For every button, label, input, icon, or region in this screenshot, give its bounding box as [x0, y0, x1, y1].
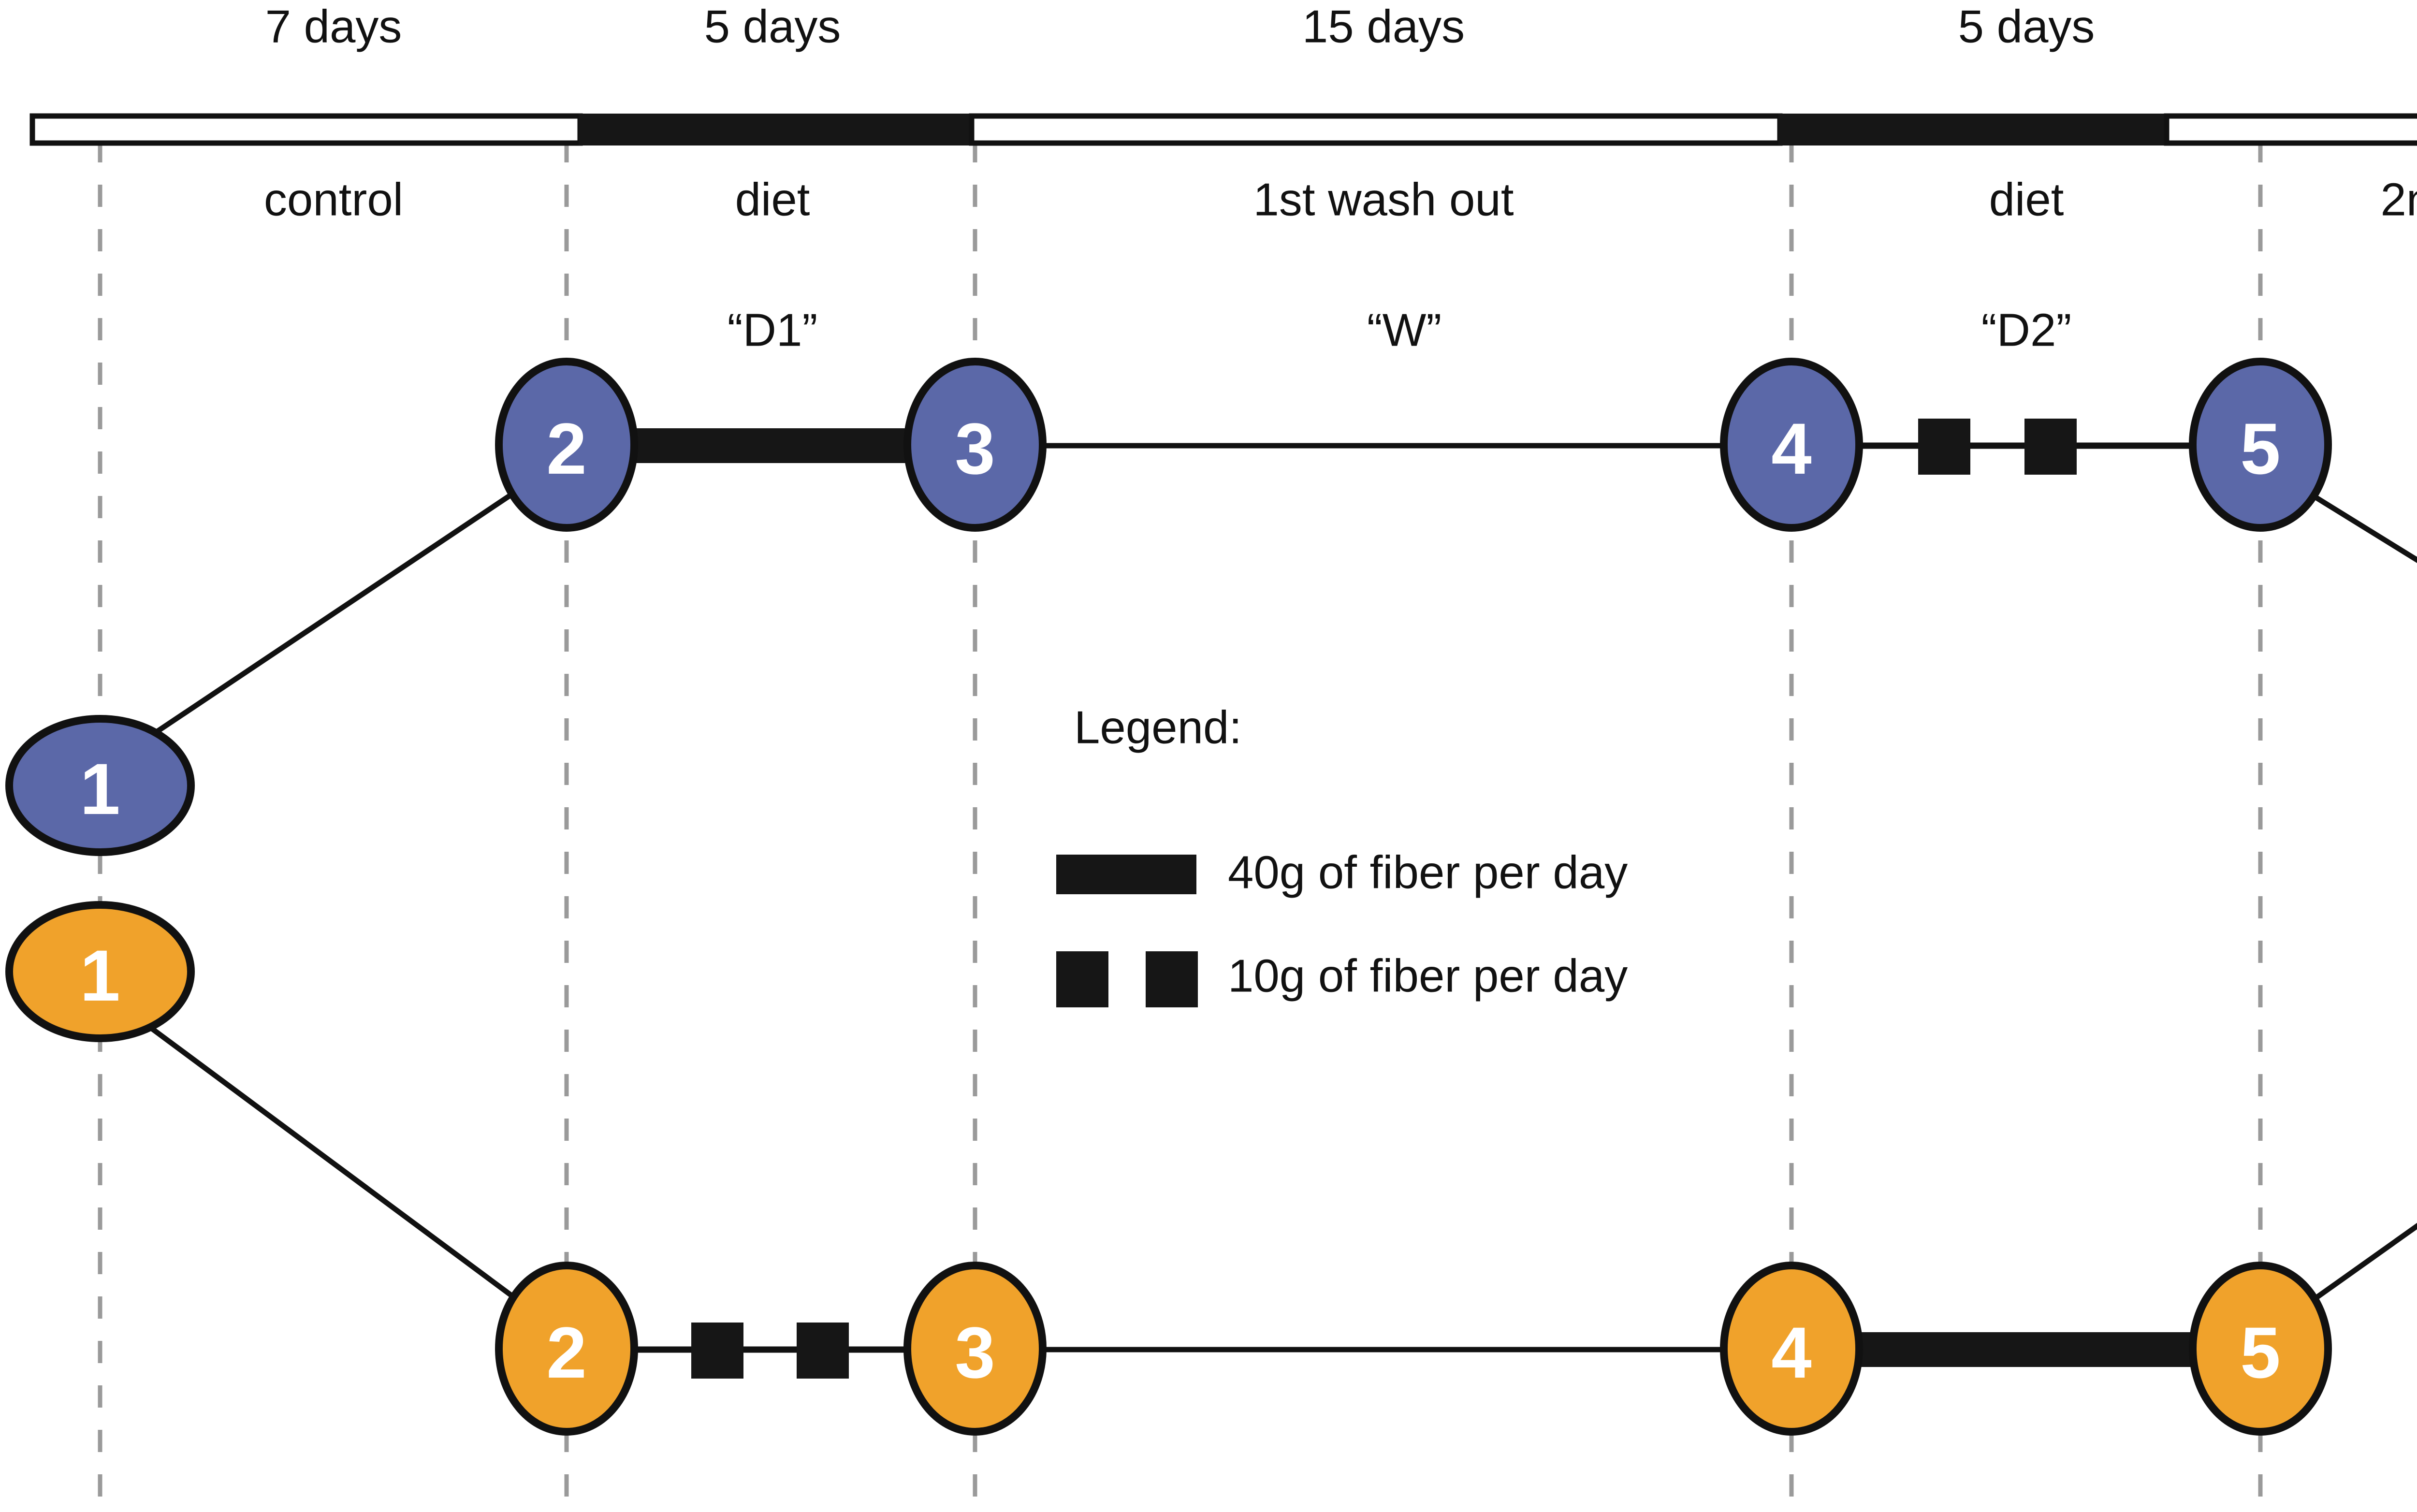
timeline-segment-diet-2	[1778, 114, 2168, 145]
node-blue-4[interactable]: 4	[1720, 358, 1863, 532]
link-blue-1-2	[143, 483, 526, 742]
node-blue-3-label: 3	[955, 408, 995, 489]
timeline-segment-control	[29, 113, 583, 146]
link-orange-1-2	[138, 1018, 526, 1308]
arm-orange-links	[138, 1018, 2417, 1379]
phase-label-control: control	[264, 174, 403, 225]
link-orange-5-6	[2304, 1222, 2417, 1308]
node-blue-1[interactable]: 1	[5, 715, 195, 856]
duration-label-1: 7 days	[265, 0, 402, 52]
node-orange-2[interactable]: 2	[495, 1262, 638, 1436]
timeline-bar	[29, 113, 2417, 146]
node-blue-3-shape	[903, 358, 1047, 532]
node-orange-1[interactable]: 1	[5, 901, 195, 1042]
node-blue-5-label: 5	[2240, 408, 2280, 489]
legend-swatch-10g-dash-block-1	[1056, 951, 1108, 1007]
node-blue-2-shape	[495, 358, 638, 532]
phase-label-washout-1: 1st wash out	[1253, 174, 1514, 225]
duration-label-2: 5 days	[704, 0, 841, 52]
link-blue-4-5-dash-block-1	[1918, 419, 1970, 475]
legend-swatch-10g-dash-block-2	[1146, 951, 1198, 1007]
node-orange-2-label: 2	[546, 1312, 586, 1393]
node-orange-3-shape	[903, 1262, 1047, 1436]
phase-code-d1: “D1”	[728, 304, 818, 356]
node-blue-4-shape	[1720, 358, 1863, 532]
node-orange-1-label: 1	[80, 935, 120, 1016]
phase-code-w: “W”	[1367, 304, 1442, 356]
node-blue-1-label: 1	[80, 748, 120, 829]
legend: Legend: 40g of fiber per day 10g of fibe…	[1056, 701, 1628, 1007]
legend-label-10g: 10g of fiber per day	[1228, 950, 1628, 1002]
legend-swatch-40g-solid-bar	[1056, 855, 1196, 894]
node-blue-5[interactable]: 5	[2189, 358, 2332, 532]
node-blue-4-label: 4	[1771, 408, 1811, 489]
timeline-segment-washout-1	[969, 113, 1783, 146]
timeline-segment-washout-2	[2164, 113, 2417, 146]
phase-label-diet-1: diet	[735, 174, 810, 225]
node-orange-3[interactable]: 3	[903, 1262, 1047, 1436]
node-orange-5[interactable]: 5	[2189, 1262, 2332, 1436]
node-blue-2-label: 2	[546, 408, 586, 489]
arm-blue-links	[143, 419, 2417, 742]
link-blue-4-5-dash-block-2	[2024, 419, 2077, 475]
node-orange-4[interactable]: 4	[1720, 1262, 1863, 1436]
arm-orange-nodes: 1 2 3 4 5 6	[5, 901, 2332, 1436]
node-blue-5-shape	[2189, 358, 2332, 532]
timeline-segment-diet-1	[579, 114, 973, 145]
phase-code-d2: “D2”	[1981, 304, 2072, 356]
duration-label-3: 15 days	[1302, 0, 1465, 52]
arm-blue-nodes: 1 2 3 4 5 6	[5, 358, 2332, 856]
node-orange-2-shape	[495, 1262, 638, 1436]
node-orange-4-label: 4	[1771, 1312, 1811, 1393]
node-orange-1-shape	[5, 901, 195, 1042]
legend-label-40g: 40g of fiber per day	[1228, 846, 1628, 898]
link-orange-2-3-dash-block-1	[691, 1323, 743, 1379]
phase-label-washout-2: 2nd wash out	[2380, 174, 2417, 225]
node-blue-3[interactable]: 3	[903, 358, 1047, 532]
legend-title: Legend:	[1074, 701, 1242, 753]
phase-label-diet-2: diet	[1989, 174, 2064, 225]
link-blue-5-6	[2300, 486, 2417, 563]
node-orange-5-shape	[2189, 1262, 2332, 1436]
node-blue-2[interactable]: 2	[495, 358, 638, 532]
link-orange-2-3-dash-block-2	[797, 1323, 849, 1379]
node-orange-5-label: 5	[2240, 1312, 2280, 1393]
node-orange-3-label: 3	[955, 1312, 995, 1393]
node-blue-1-shape	[5, 715, 195, 856]
node-orange-4-shape	[1720, 1262, 1863, 1436]
duration-label-4: 5 days	[1958, 0, 2095, 52]
